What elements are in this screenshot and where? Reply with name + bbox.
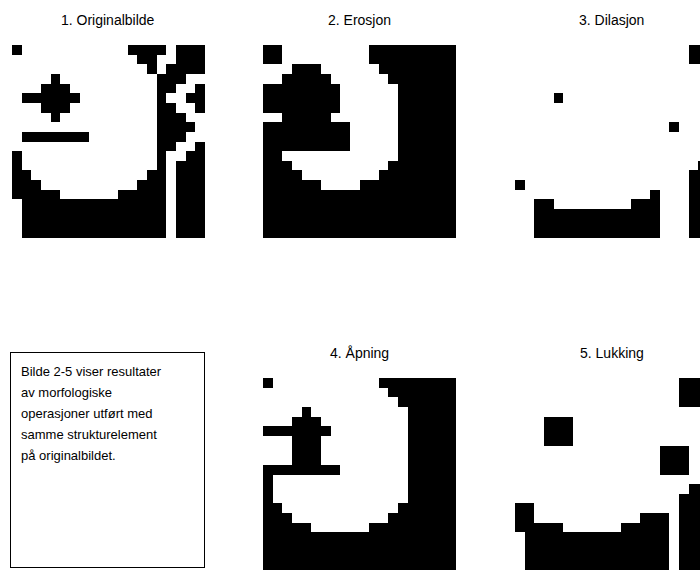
image-title: 5. Lukking [580, 344, 644, 362]
image-title: 2. Erosjon [328, 11, 391, 29]
bitmap-background [263, 378, 456, 570]
image-title: 1. Originalbilde [61, 11, 154, 29]
white-pixels [515, 378, 700, 570]
bitmap-background [515, 45, 700, 238]
opening-bitmap [263, 378, 456, 570]
closing-bitmap [515, 378, 700, 570]
bitmap-background [12, 45, 205, 238]
bitmap-background [263, 45, 456, 238]
image-title: 3. Dilasjon [579, 11, 644, 29]
dilation-bitmap [515, 45, 700, 238]
bitmap-background [515, 378, 700, 570]
white-pixels [263, 45, 398, 190]
original-bitmap [12, 45, 205, 238]
note-text: Bilde 2-5 viser resultater av morfologis… [21, 361, 171, 466]
white-pixels [12, 45, 205, 238]
erosion-bitmap [263, 45, 456, 238]
white-pixels [515, 45, 700, 238]
image-title: 4. Åpning [330, 344, 389, 362]
white-pixels [263, 378, 408, 532]
note-box: Bilde 2-5 viser resultater av morfologis… [10, 352, 205, 568]
